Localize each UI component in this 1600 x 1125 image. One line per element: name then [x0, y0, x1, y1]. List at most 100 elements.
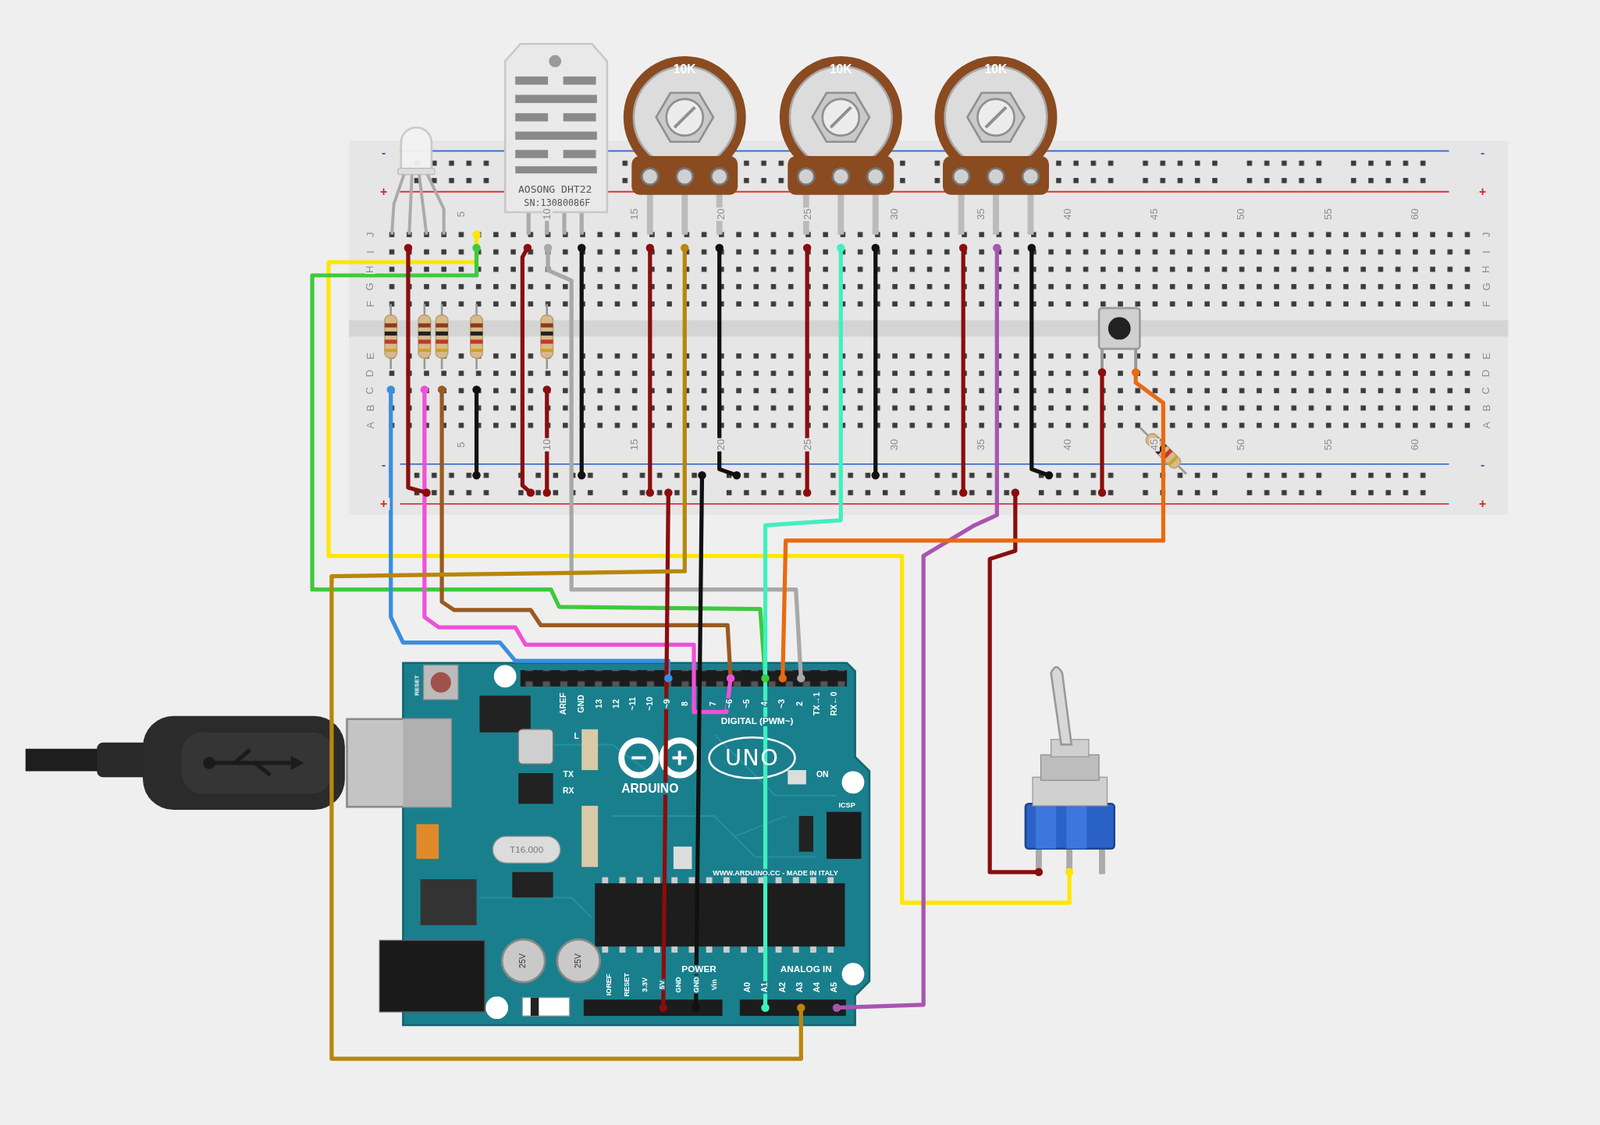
value-label: 10K: [984, 63, 1008, 76]
pin-name: ~3: [778, 698, 787, 711]
pin-name: GND: [577, 693, 586, 715]
row-letter: C: [365, 386, 376, 396]
column-number: 60: [1410, 437, 1421, 452]
row-letter: C: [1481, 386, 1492, 396]
row-letter: B: [1481, 403, 1492, 413]
row-letter: J: [365, 231, 376, 239]
pin-name: A0: [743, 981, 752, 995]
pin-name: AREF: [560, 692, 569, 717]
rail-sign: -: [379, 146, 388, 160]
rail-sign: -: [1478, 146, 1487, 160]
row-letter: I: [365, 249, 376, 255]
pin-name: RESET: [622, 971, 630, 998]
header-title: DIGITAL (PWM~): [719, 716, 794, 726]
column-number: 15: [629, 437, 640, 452]
value-label: 10K: [829, 63, 853, 76]
button-label: RESET: [412, 674, 420, 697]
row-letter: H: [1481, 264, 1492, 274]
row-letter: E: [1481, 352, 1492, 361]
column-number: 15: [629, 207, 640, 221]
header-title: POWER: [680, 964, 718, 975]
value-label: 10K: [673, 63, 697, 76]
row-letter: J: [1481, 231, 1492, 239]
pin-name: ~10: [647, 696, 655, 712]
column-number: 60: [1410, 207, 1421, 221]
rail-sign: +: [1476, 185, 1488, 199]
pin-name: IOREF: [605, 972, 613, 997]
pin-name: A3: [796, 981, 804, 995]
row-letter: E: [365, 352, 376, 361]
brand-name: ARDUINO: [620, 782, 680, 796]
pin-name: 4: [760, 700, 769, 708]
pin-name: 3.3V: [640, 976, 648, 993]
row-letter: G: [1481, 281, 1492, 292]
column-number: 35: [976, 207, 987, 221]
led-label: RX: [561, 787, 576, 796]
row-letter: A: [1481, 421, 1492, 431]
serial-number: SN:13080086F: [523, 198, 591, 208]
row-letter: H: [365, 264, 376, 274]
pin-name: A4: [813, 981, 822, 995]
pin-name: ~5: [743, 698, 752, 711]
led-label: TX: [561, 771, 575, 779]
pin-name: GND: [675, 975, 683, 994]
led-label: L: [572, 732, 580, 741]
row-letter: F: [1481, 299, 1492, 309]
header-title: ANALOG IN: [779, 964, 834, 975]
part-marking: AOSONG DHT22: [518, 184, 592, 196]
column-number: 5: [455, 210, 466, 219]
pin-name: 8: [681, 700, 690, 708]
capacitor-marking: 25V: [574, 953, 583, 969]
column-number: 50: [1237, 437, 1248, 452]
row-letter: F: [365, 299, 376, 309]
rail-sign: +: [377, 497, 389, 511]
board-note: WWW.ARDUINO.CC - MADE IN ITALY: [711, 868, 840, 876]
column-number: 10: [543, 437, 554, 452]
pin-name: A5: [830, 981, 839, 995]
pin-name: 13: [594, 698, 603, 710]
column-number: 20: [716, 207, 727, 221]
column-number: 40: [1063, 207, 1074, 221]
pin-name: 7: [709, 700, 718, 708]
pin-name: GND: [692, 975, 700, 994]
pin-name: 2: [796, 700, 804, 708]
row-letter: B: [365, 403, 376, 413]
rail-sign: -: [379, 458, 388, 472]
column-number: 25: [803, 437, 814, 452]
crystal-marking: T16.000: [509, 845, 544, 855]
row-letter: I: [1481, 249, 1492, 255]
column-number: 10: [543, 207, 554, 221]
capacitor-marking: 25V: [519, 953, 527, 969]
column-number: 45: [1149, 207, 1160, 221]
pin-name: ~11: [629, 696, 638, 712]
column-number: 40: [1063, 437, 1074, 452]
column-number: 30: [889, 207, 900, 221]
pin-name: TX→1: [813, 691, 822, 717]
board-name: UNO: [725, 746, 779, 770]
column-number: 50: [1237, 207, 1248, 221]
pin-name: A2: [778, 981, 787, 995]
column-number: 55: [1323, 437, 1334, 452]
row-letter: D: [365, 368, 376, 378]
header-title: ICSP: [837, 801, 857, 809]
led-label: ON: [815, 771, 830, 779]
pin-name: 5V: [657, 979, 665, 991]
rail-sign: +: [377, 185, 389, 199]
column-number: 55: [1323, 207, 1334, 221]
pin-name: RX←0: [830, 690, 839, 717]
rail-sign: -: [1478, 458, 1487, 472]
column-number: 5: [455, 440, 466, 449]
column-number: 45: [1149, 437, 1160, 452]
row-letter: D: [1481, 368, 1492, 378]
column-number: 35: [976, 437, 987, 452]
pin-name: A1: [760, 981, 769, 995]
row-letter: G: [365, 281, 376, 292]
rail-sign: +: [1476, 497, 1488, 511]
pin-name: ~6: [726, 698, 735, 711]
column-number: 20: [716, 437, 727, 452]
column-number: 30: [889, 437, 900, 452]
row-letter: A: [365, 421, 376, 431]
pin-name: Vin: [709, 977, 717, 992]
pin-name: ~9: [664, 698, 672, 711]
